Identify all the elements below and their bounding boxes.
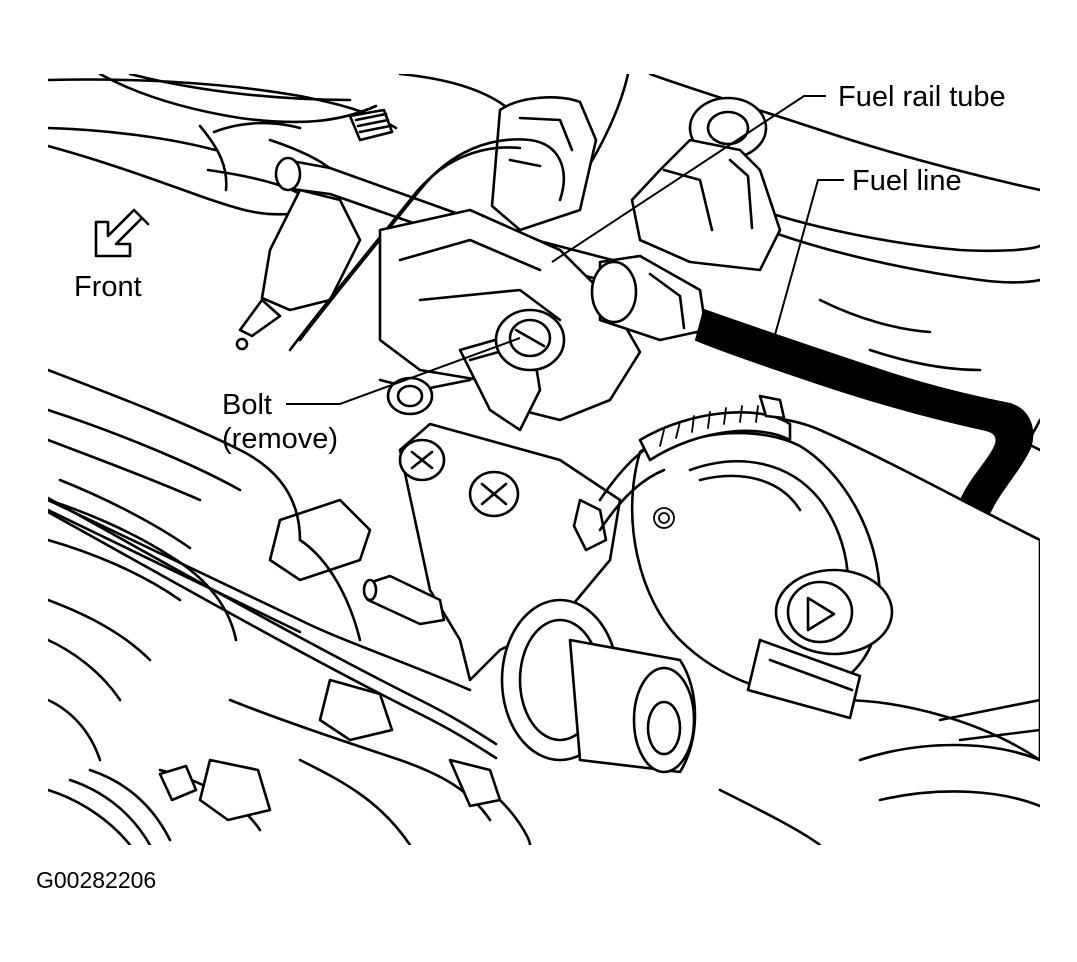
label-fuel-line: Fuel line [852,165,962,197]
vacuum-nipple [362,574,446,626]
idle-air-valve [500,598,697,774]
label-bolt-note: (remove) [222,423,338,455]
lower-clamp [746,638,862,720]
hose-clamp [638,394,792,462]
engine-illustration [48,74,1040,845]
bolt-remove [494,308,566,372]
bracket-bolt-left [386,376,434,416]
label-front: Front [74,271,142,303]
left-injector [235,108,394,351]
label-fuel-rail-tube: Fuel rail tube [838,81,1006,113]
lower-left-connectors [48,678,532,845]
throttle-cable [48,496,498,760]
throttle-sensor [774,568,894,656]
upper-housing [490,96,598,232]
leader-fuel-line [767,179,844,361]
leader-lines [286,95,844,405]
vacuum-wire [288,138,565,352]
lower-right-housing [718,698,1040,845]
leader-fuel-rail-tube [551,95,826,263]
leader-bolt [286,337,521,405]
figure-code: G00282206 [36,867,156,893]
injector-connector [630,96,782,272]
arrow-down-left-icon [94,208,150,258]
label-bolt: Bolt [222,389,272,421]
throttle-side-plate [398,422,622,682]
